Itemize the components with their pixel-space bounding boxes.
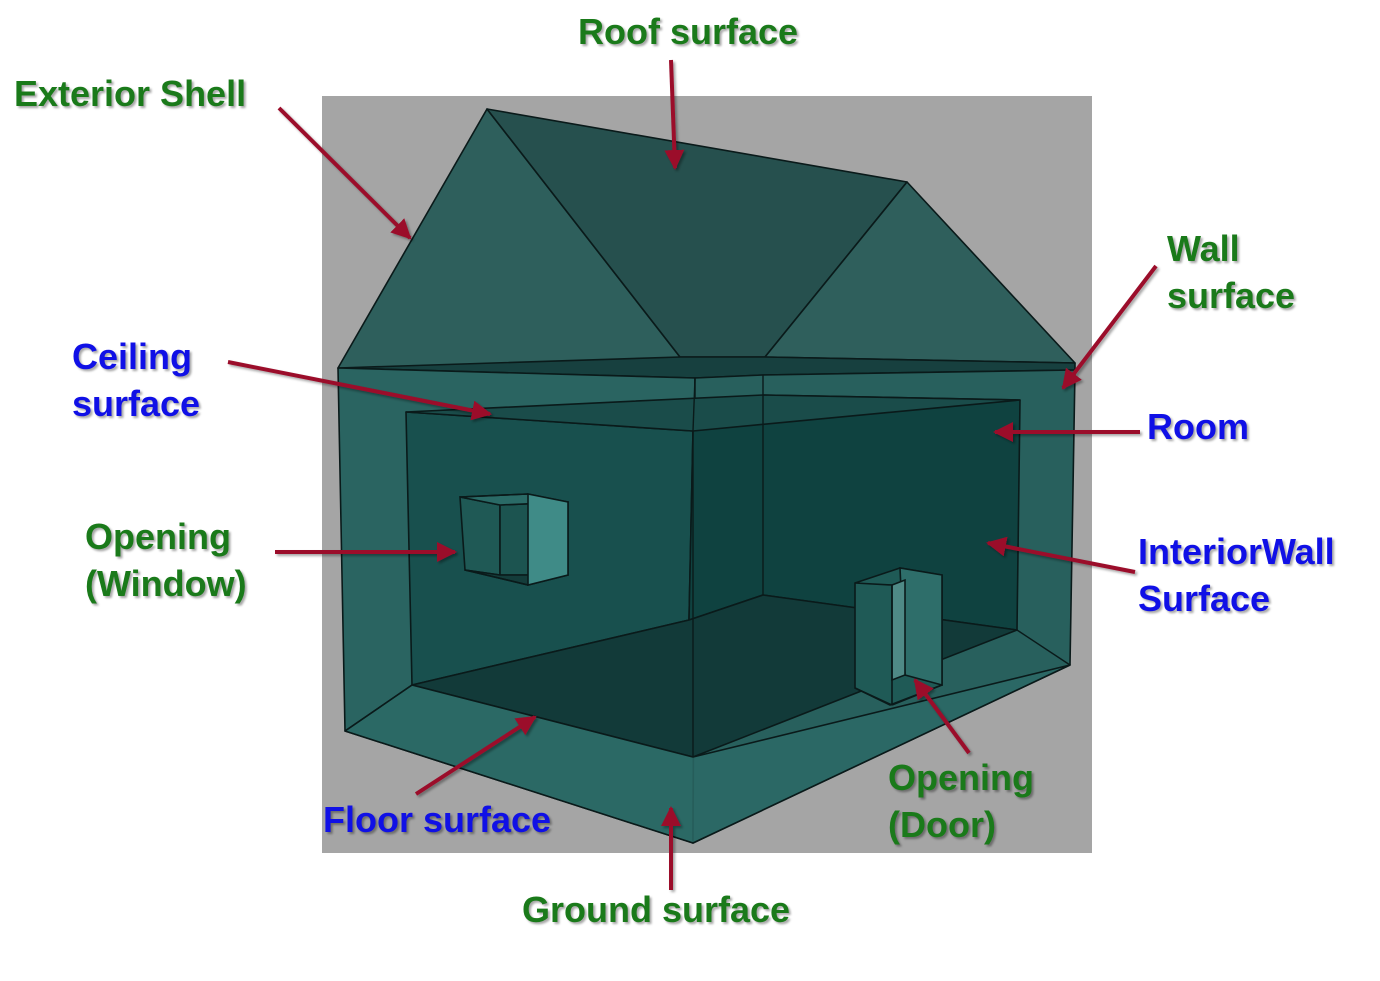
arrow-wall xyxy=(1061,264,1158,390)
label-wall-surface: Wall surface xyxy=(1167,228,1296,316)
arrow-ceiling xyxy=(227,360,492,421)
label-exterior-shell: Exterior Shell xyxy=(14,73,247,114)
arrow-exterior-shell xyxy=(277,106,412,240)
label-floor-surface: Floor surface xyxy=(323,799,552,840)
arrow-interior-wall xyxy=(986,536,1136,574)
arrow-floor xyxy=(414,715,537,796)
label-opening-door: Opening (Door) xyxy=(888,757,1034,845)
door-opening xyxy=(854,567,943,706)
arrow-roof xyxy=(664,59,685,170)
label-ground-surface: Ground surface xyxy=(522,889,791,930)
label-room: Room xyxy=(1147,406,1249,447)
arrow-door xyxy=(913,678,971,755)
label-roof-surface: Roof surface xyxy=(578,11,799,52)
label-opening-window: Opening (Window) xyxy=(85,516,247,604)
room-ceiling xyxy=(405,394,1021,432)
label-interior-wall-surface: InteriorWall Surface xyxy=(1138,531,1335,619)
window-opening xyxy=(459,493,569,587)
label-ceiling-surface: Ceiling surface xyxy=(72,336,201,424)
